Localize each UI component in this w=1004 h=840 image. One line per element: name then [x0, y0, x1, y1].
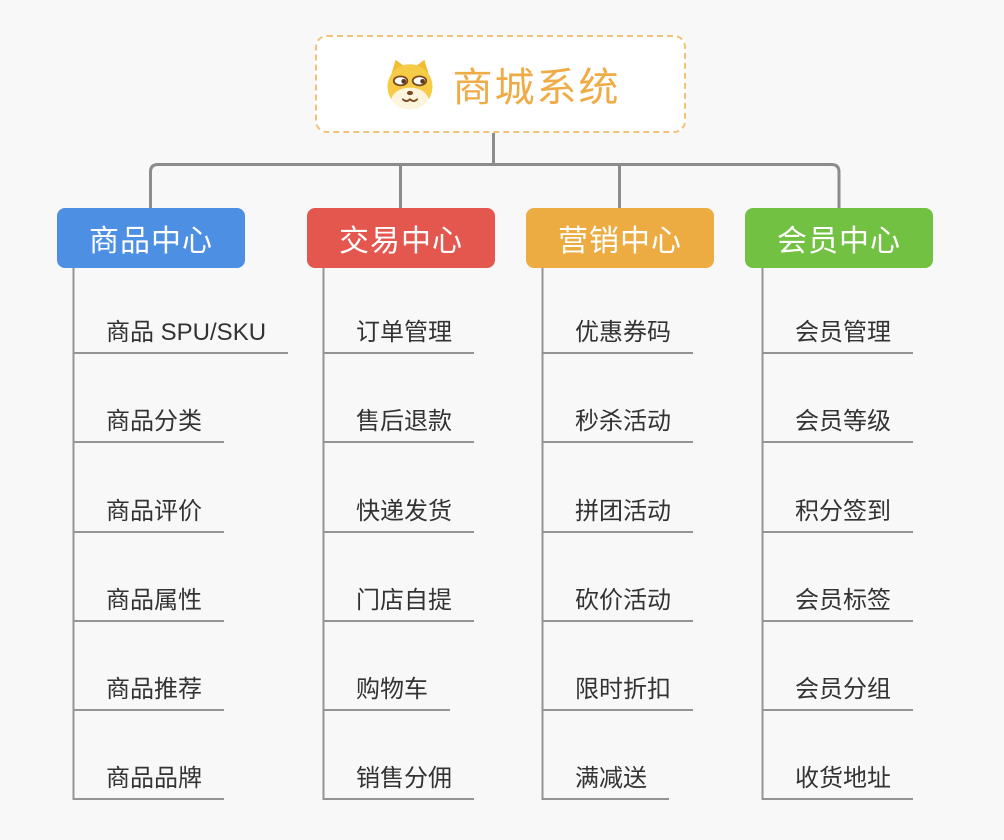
- leaf-label: 商品评价: [106, 498, 202, 525]
- leaf-product-category[interactable]: 商品分类: [73, 403, 224, 443]
- leaf-product-attribute[interactable]: 商品属性: [73, 582, 224, 622]
- leaf-label: 积分签到: [795, 498, 891, 525]
- leaf-sales-commission[interactable]: 销售分佣: [323, 760, 474, 800]
- connector-trunk: [149, 163, 841, 210]
- leaf-label: 商品品牌: [106, 765, 202, 792]
- leaf-group-buy[interactable]: 拼团活动: [542, 493, 693, 533]
- leaf-label: 满减送: [575, 765, 647, 792]
- leaf-label: 商品推荐: [106, 676, 202, 703]
- root-node[interactable]: 商城系统: [315, 35, 686, 133]
- leaf-shipping-address[interactable]: 收货地址: [762, 760, 913, 800]
- branch-label: 营销中心: [558, 225, 682, 258]
- leaf-shopping-cart[interactable]: 购物车: [323, 671, 450, 711]
- leaf-label: 门店自提: [356, 587, 452, 614]
- leaf-label: 会员分组: [795, 676, 891, 703]
- leaf-label: 会员标签: [795, 587, 891, 614]
- branch-node-member-center[interactable]: 会员中心: [745, 208, 933, 268]
- leaf-label: 限时折扣: [575, 676, 671, 703]
- leaf-product-review[interactable]: 商品评价: [73, 493, 224, 533]
- leaf-label: 收货地址: [795, 765, 891, 792]
- leaf-member-tag[interactable]: 会员标签: [762, 582, 913, 622]
- leaf-label: 商品属性: [106, 587, 202, 614]
- branch-node-product-center[interactable]: 商品中心: [57, 208, 245, 268]
- leaf-label: 会员等级: [795, 408, 891, 435]
- leaf-coupon-code[interactable]: 优惠券码: [542, 314, 693, 354]
- leaf-member-management[interactable]: 会员管理: [762, 314, 913, 354]
- branch-label: 商品中心: [89, 225, 213, 258]
- leaf-store-pickup[interactable]: 门店自提: [323, 582, 474, 622]
- leaf-label: 快递发货: [356, 498, 452, 525]
- leaf-label: 秒杀活动: [575, 408, 671, 435]
- root-label: 商城系统: [452, 66, 621, 110]
- branch-node-marketing-center[interactable]: 营销中心: [526, 208, 714, 268]
- leaf-label: 销售分佣: [356, 765, 452, 792]
- leaf-after-sales-refund[interactable]: 售后退款: [323, 403, 474, 443]
- leaf-bargain[interactable]: 砍价活动: [542, 582, 693, 622]
- leaf-member-group[interactable]: 会员分组: [762, 671, 913, 711]
- leaf-label: 商品 SPU/SKU: [106, 319, 267, 346]
- leaf-member-level[interactable]: 会员等级: [762, 403, 913, 443]
- leaf-label: 会员管理: [795, 319, 891, 346]
- leaf-spend-discount[interactable]: 满减送: [542, 760, 669, 800]
- leaf-label: 砍价活动: [575, 587, 671, 614]
- leaf-product-spu-sku[interactable]: 商品 SPU/SKU: [73, 314, 289, 354]
- dog-icon: [387, 59, 432, 110]
- leaf-label: 售后退款: [356, 408, 452, 435]
- branch-node-trade-center[interactable]: 交易中心: [307, 208, 495, 268]
- leaf-express-shipping[interactable]: 快递发货: [323, 493, 474, 533]
- branch-label: 会员中心: [777, 225, 901, 258]
- branch-label: 交易中心: [339, 225, 463, 258]
- leaf-product-brand[interactable]: 商品品牌: [73, 760, 224, 800]
- leaf-limited-time-discount[interactable]: 限时折扣: [542, 671, 693, 711]
- leaf-label: 商品分类: [106, 408, 202, 435]
- leaf-label: 拼团活动: [575, 498, 671, 525]
- leaf-product-recommend[interactable]: 商品推荐: [73, 671, 224, 711]
- leaf-flash-sale[interactable]: 秒杀活动: [542, 403, 693, 443]
- leaf-label: 订单管理: [356, 319, 452, 346]
- leaf-points-checkin[interactable]: 积分签到: [762, 493, 913, 533]
- leaf-label: 购物车: [356, 676, 428, 703]
- leaf-order-management[interactable]: 订单管理: [323, 314, 474, 354]
- leaf-label: 优惠券码: [575, 319, 671, 346]
